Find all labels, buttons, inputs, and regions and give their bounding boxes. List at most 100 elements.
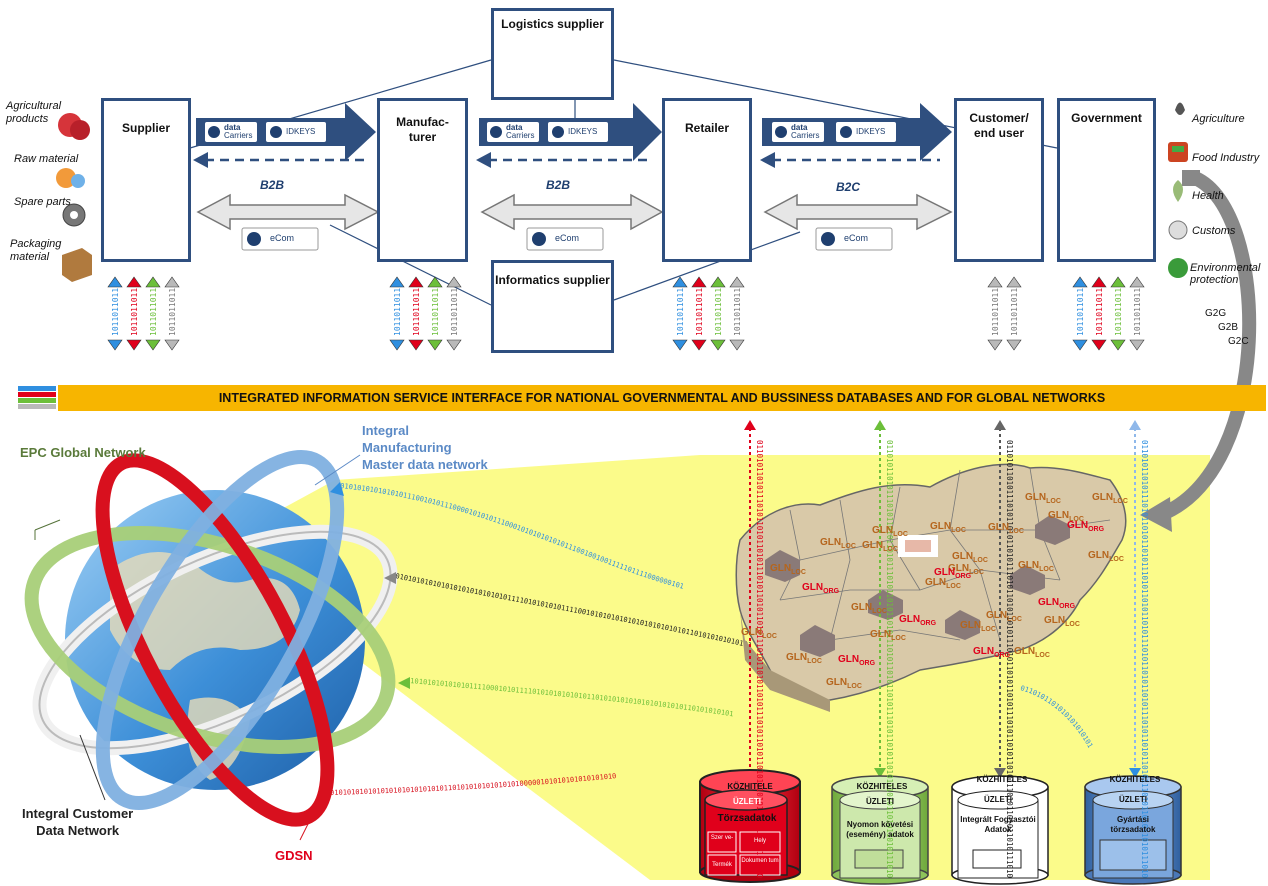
binary-text: 1011011011 — [991, 288, 1000, 336]
gln-prefix: GLN — [872, 525, 894, 536]
binary-exchange-arrows: 1011011011 1011011011 1011011011 1011011011… — [107, 276, 1145, 351]
down-arrow-head — [729, 339, 745, 351]
down-arrow-head — [1072, 339, 1088, 351]
gln-org-label: GLNORG — [973, 646, 1010, 659]
ecom-logo-2: eCom — [555, 233, 580, 243]
binary-text: 1011011011 — [1133, 288, 1142, 336]
manufacturer-title: Manufac- turer — [380, 115, 465, 145]
channel-g2c: G2C — [1228, 336, 1249, 347]
db-red-cell-3: Termék — [712, 862, 732, 868]
gln-suffix: LOC — [791, 569, 806, 576]
input-agricultural: Agricultural products — [6, 100, 61, 126]
data-word: data — [791, 123, 808, 132]
gln-suffix: LOC — [893, 531, 908, 538]
gln-suffix: LOC — [883, 546, 898, 553]
integral-manufacturing-line3: Master data network — [362, 457, 488, 472]
gln-suffix: LOC — [1035, 652, 1050, 659]
gln-suffix: ORG — [994, 652, 1011, 659]
sector-customs: Customs — [1192, 225, 1236, 237]
b2b-label-2: B2B — [546, 178, 571, 192]
ecom-logo-1: eCom — [270, 233, 295, 243]
sector-environmental: Environmental protection — [1190, 262, 1260, 286]
customer-title-line2: end user — [973, 126, 1024, 140]
connection-lines — [189, 59, 1058, 306]
binary-text: 1011011011 — [1076, 288, 1085, 336]
gln-prefix: GLN — [973, 646, 995, 657]
gln-prefix: GLN — [838, 654, 860, 665]
up-arrow-head — [408, 276, 424, 288]
retailer-box: Retailer — [662, 98, 752, 262]
up-arrow-head — [710, 276, 726, 288]
gln-prefix: GLN — [948, 563, 970, 574]
logistics-supplier-box: Logistics supplier — [491, 8, 614, 100]
up-arrow-head — [1072, 276, 1088, 288]
db-blue-uzleti: ÜZLETI — [1119, 795, 1147, 804]
gln-suffix: LOC — [847, 683, 862, 690]
down-arrow-head — [107, 339, 123, 351]
db-red-top-label: KÖZHITELE — [727, 782, 773, 791]
input-spare-parts: Spare parts — [14, 196, 71, 208]
manufacturer-title-line1: Manufac- — [396, 115, 449, 129]
binary-text: 1011011011 — [450, 288, 459, 336]
gln-prefix: GLN — [851, 602, 873, 613]
up-arrow-head — [1091, 276, 1107, 288]
gln-prefix: GLN — [1018, 560, 1040, 571]
epc-leader-line — [34, 519, 61, 531]
gln-suffix: LOC — [841, 543, 856, 550]
idkeys-logo-1: IDKEYS — [286, 127, 316, 136]
gln-prefix: GLN — [952, 551, 974, 562]
gln-loc-label: GLNLOC — [851, 602, 887, 615]
gdsn-label: GDSN — [275, 848, 313, 863]
input-icons — [56, 113, 92, 282]
db-white-desc: Integrált Fogyasztói Adatok — [956, 815, 1040, 835]
imm-leader-line — [314, 454, 361, 486]
gln-prefix: GLN — [988, 522, 1010, 533]
up-arrow-head — [729, 276, 745, 288]
gln-prefix: GLN — [925, 577, 947, 588]
gln-suffix: LOC — [762, 633, 777, 640]
orbit-rings — [24, 450, 398, 827]
icdn-leader-line — [79, 734, 106, 801]
informatics-supplier-title: Informatics supplier — [495, 273, 610, 287]
binary-text: 1011011011 — [168, 288, 177, 336]
up-arrow-head — [1006, 276, 1022, 288]
integral-manufacturing-line2: Manufacturing — [362, 440, 452, 455]
ecom-logo-3: eCom — [844, 233, 869, 243]
data-word: data — [506, 123, 523, 132]
down-arrow-head — [164, 339, 180, 351]
db-cylinders — [699, 769, 1182, 885]
binary-text: 1011011011 — [1010, 288, 1019, 336]
db-green-desc-line1: Nyomon követési — [846, 820, 914, 829]
gln-loc-label: GLNLOC — [1044, 615, 1080, 628]
integral-customer-line2: Data Network — [36, 823, 120, 838]
binary-text: 1011011011 — [431, 288, 440, 336]
gln-loc-label: GLNLOC — [952, 551, 988, 564]
gln-suffix: LOC — [872, 608, 887, 615]
gln-loc-label: GLNLOC — [986, 610, 1022, 623]
gdsn-leader-line — [299, 799, 321, 841]
binary-text: 1011011011 — [1114, 288, 1123, 336]
gln-suffix: ORG — [955, 573, 972, 580]
down-arrow-head — [672, 339, 688, 351]
data-word: data — [224, 123, 241, 132]
gln-loc-label: GLNLOC — [1018, 560, 1054, 573]
db-red-cell-4: Dokumen tum — [741, 858, 779, 864]
db-white-desc-line1: Integrált Fogyasztói — [960, 815, 1036, 824]
gln-org-label: GLNORG — [1067, 520, 1104, 533]
gln-suffix: LOC — [1065, 621, 1080, 628]
input-packaging-line1: Packaging — [10, 238, 62, 250]
manufacturer-title-line2: turer — [408, 130, 437, 144]
gln-prefix: GLN — [1092, 492, 1114, 503]
gln-loc-label: GLNLOC — [1048, 510, 1084, 523]
gln-prefix: GLN — [826, 677, 848, 688]
down-arrow-head — [126, 339, 142, 351]
integral-manufacturing-label: Integral Manufacturing Master data netwo… — [362, 422, 488, 473]
sector-food-industry: Food Industry — [1192, 152, 1260, 164]
gln-prefix: GLN — [899, 614, 921, 625]
up-arrow-head — [987, 276, 1003, 288]
integration-banner: INTEGRATED INFORMATION SERVICE INTERFACE… — [58, 385, 1266, 411]
db-blue-desc-line1: Gyártási — [1116, 815, 1150, 824]
up-arrow-head — [1129, 276, 1145, 288]
